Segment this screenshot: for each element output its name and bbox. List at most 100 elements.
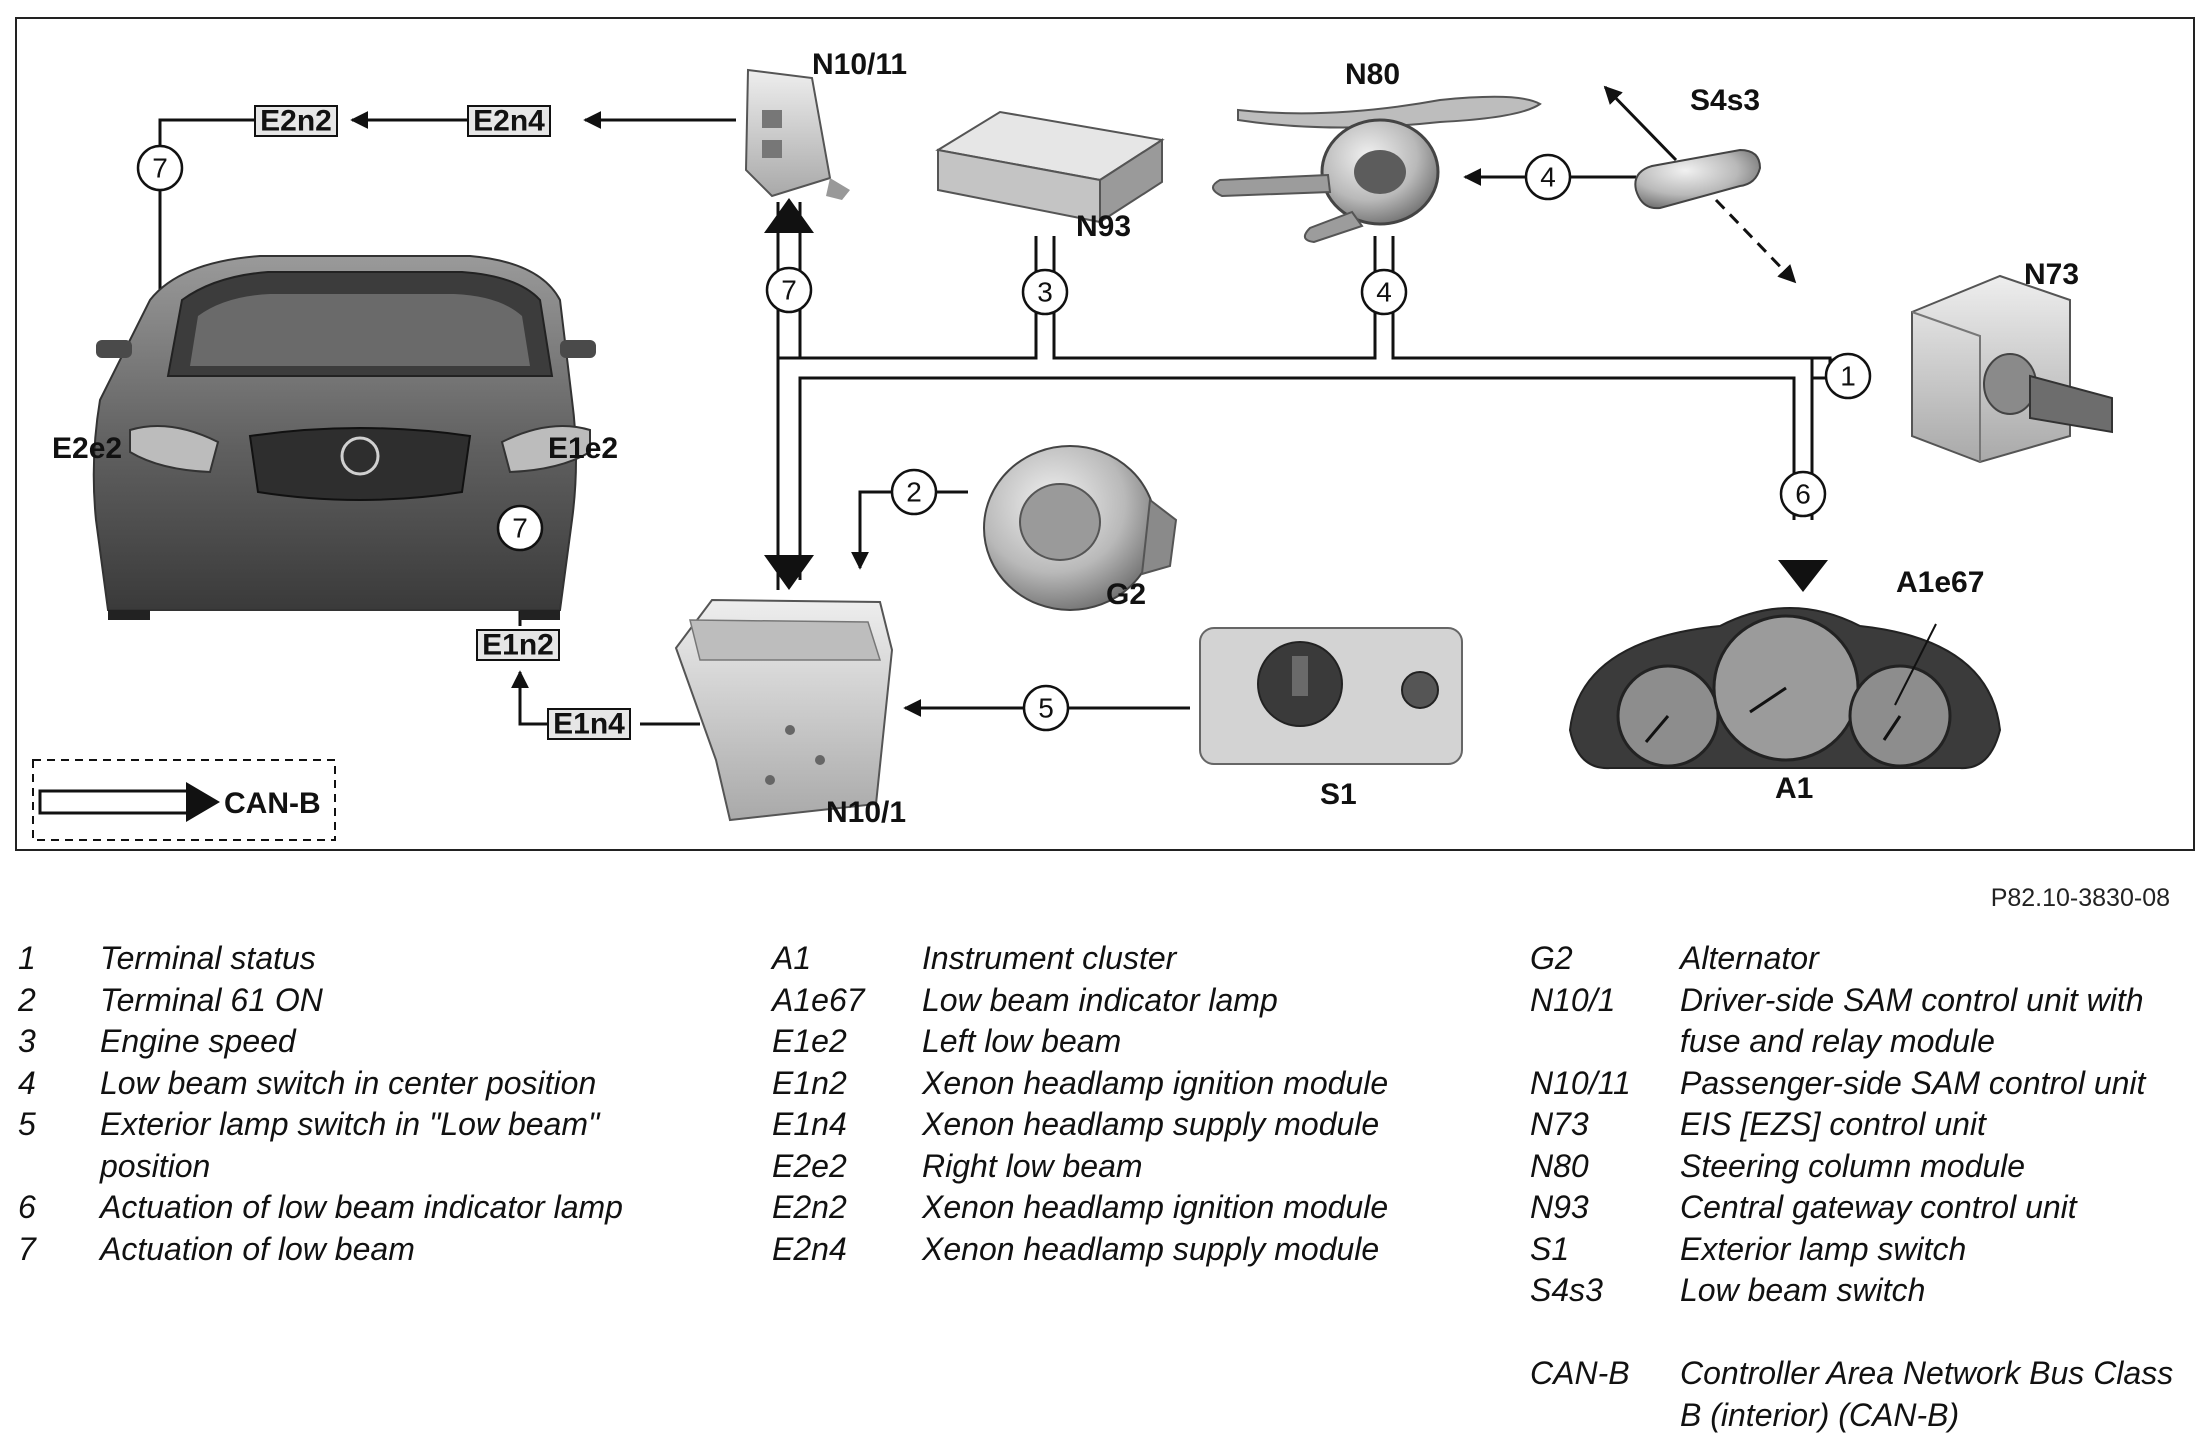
legend-code: G2 [1530,940,1573,976]
legend-column-units: G2 Alternator N10/1 Driver-side SAM contro… [1530,938,2190,1436]
legend-code: E1n4 [772,1106,847,1142]
signal-number: 3 [1037,277,1053,308]
legend-desc: Low beam indicator lamp [922,981,1278,1018]
signal-number: 6 [1795,479,1811,510]
legend-desc: Controller Area Network Bus Class B (int… [1680,1355,2174,1433]
legend-desc: Central gateway control unit [1680,1189,2077,1225]
legend-code: N10/1 [1530,981,1616,1018]
legend-desc: Exterior lamp switch in "Low beam" posit… [100,1106,600,1184]
signal-marker-7-bus: 7 [765,266,813,314]
legend-code: E1n2 [772,1064,847,1101]
legend-desc: Actuation of low beam [100,1230,415,1267]
label-a1e67: A1e67 [1896,566,1984,599]
legend-desc: Right low beam [922,1147,1143,1184]
label-n73: N73 [2024,258,2079,291]
legend-desc: Exterior lamp switch [1680,1230,1967,1267]
legend-row: N10/11 Passenger-side SAM control unit [1530,1063,2190,1105]
legend-desc: Xenon headlamp supply module [922,1230,1380,1267]
label-n10-1: N10/1 [826,796,906,829]
signal-number: 7 [152,153,168,184]
bus-arrow-n10-1 [764,555,814,590]
signal-marker-7-left: 7 [496,504,544,552]
passenger-sam-module-illustration [744,68,850,200]
signal-marker-4-bus: 4 [1360,268,1408,316]
central-gateway-illustration [935,110,1165,224]
module-label-e2n4: E2n4 [473,105,545,138]
exterior-lamp-switch-illustration [1199,627,1463,765]
signal-marker-4-switch: 4 [1524,153,1572,201]
signal-marker-2: 2 [890,468,938,516]
signal-marker-5: 5 [1022,684,1070,732]
legend-row: A1e67 Low beam indicator lamp [772,980,1452,1022]
wiring-diagram: E2n2 E2n4 E1n2 E1n4 7 7 7 3 4 4 1 [15,17,2195,851]
legend-row: 4 Low beam switch in center position [18,1063,698,1105]
signal-number: 7 [512,513,528,544]
legend-code: 1 [18,940,36,976]
instrument-cluster-illustration [1568,607,2002,770]
legend-desc: Actuation of low beam indicator lamp [100,1189,623,1225]
legend-desc: EIS [EZS] control unit [1680,1106,1986,1142]
legend-row: 2 Terminal 61 ON [18,980,698,1022]
signal-number: 4 [1540,162,1556,193]
legend-spacer [1530,1312,2190,1354]
legend-row: A1 Instrument cluster [772,938,1452,980]
legend-code: A1e67 [772,981,865,1018]
legend-code: N73 [1530,1106,1589,1142]
module-box-e2n4: E2n4 [467,105,551,138]
label-n93: N93 [1076,210,1131,243]
legend-desc: Terminal status [100,940,316,976]
legend-desc: Driver-side SAM control unit with fuse a… [1680,981,2144,1060]
can-b-key-label: CAN-B [224,787,321,820]
legend-code: E2e2 [772,1147,847,1184]
legend-desc: Low beam switch [1680,1272,1926,1308]
legend-code: S4s3 [1530,1272,1603,1308]
legend-code: N10/11 [1530,1064,1631,1101]
legend-desc: Low beam switch in center position [100,1064,597,1101]
legend-row: 3 Engine speed [18,1021,698,1063]
signal-number: 1 [1840,361,1856,392]
legend-code: N80 [1530,1147,1589,1184]
legend-desc: Engine speed [100,1023,296,1059]
label-g2: G2 [1106,578,1146,611]
legend-desc: Steering column module [1680,1147,2026,1184]
legend-desc: Terminal 61 ON [100,981,323,1018]
bus-arrow-a1 [1778,560,1828,592]
signal-marker-7-top: 7 [136,144,184,192]
label-s4s3: S4s3 [1690,84,1760,117]
legend-desc: Alternator [1680,940,1819,976]
module-label-e2n2: E2n2 [260,105,332,138]
legend-code: S1 [1530,1230,1570,1267]
legend-desc: Instrument cluster [922,940,1177,976]
can-b-key: CAN-B [32,759,336,841]
legend-code: 3 [18,1023,36,1059]
legend-code: 6 [18,1189,36,1225]
legend-code: 4 [18,1064,36,1101]
legend-code: A1 [772,940,812,976]
legend-code: E1e2 [772,1023,847,1059]
legend-row: 1 Terminal status [18,938,698,980]
vehicle-front-illustration [92,255,596,620]
label-a1: A1 [1775,772,1813,805]
alternator-illustration [983,445,1178,611]
figure-reference: P82.10-3830-08 [1990,884,2170,912]
eis-control-unit-illustration [1911,274,2113,464]
low-beam-switch-illustration [1634,148,1762,210]
label-n10-11: N10/11 [812,48,907,81]
legend-desc: Passenger-side SAM control unit [1680,1064,2146,1101]
bus-arrow-n10-11 [764,198,814,233]
legend-row: N73 EIS [EZS] control unit [1530,1104,2190,1146]
legend-code: CAN-B [1530,1355,1630,1391]
legend-row: N10/1 Driver-side SAM control unit with f… [1530,980,2190,1063]
signal-marker-3: 3 [1021,268,1069,316]
legend-code: 2 [18,981,36,1018]
legend-row: S4s3 Low beam switch [1530,1270,2190,1312]
label-e1e2: E1e2 [548,432,618,465]
legend-code: 5 [18,1106,36,1142]
legend-row: CAN-B Controller Area Network Bus Class B… [1530,1353,2190,1436]
signal-number: 5 [1038,693,1054,724]
